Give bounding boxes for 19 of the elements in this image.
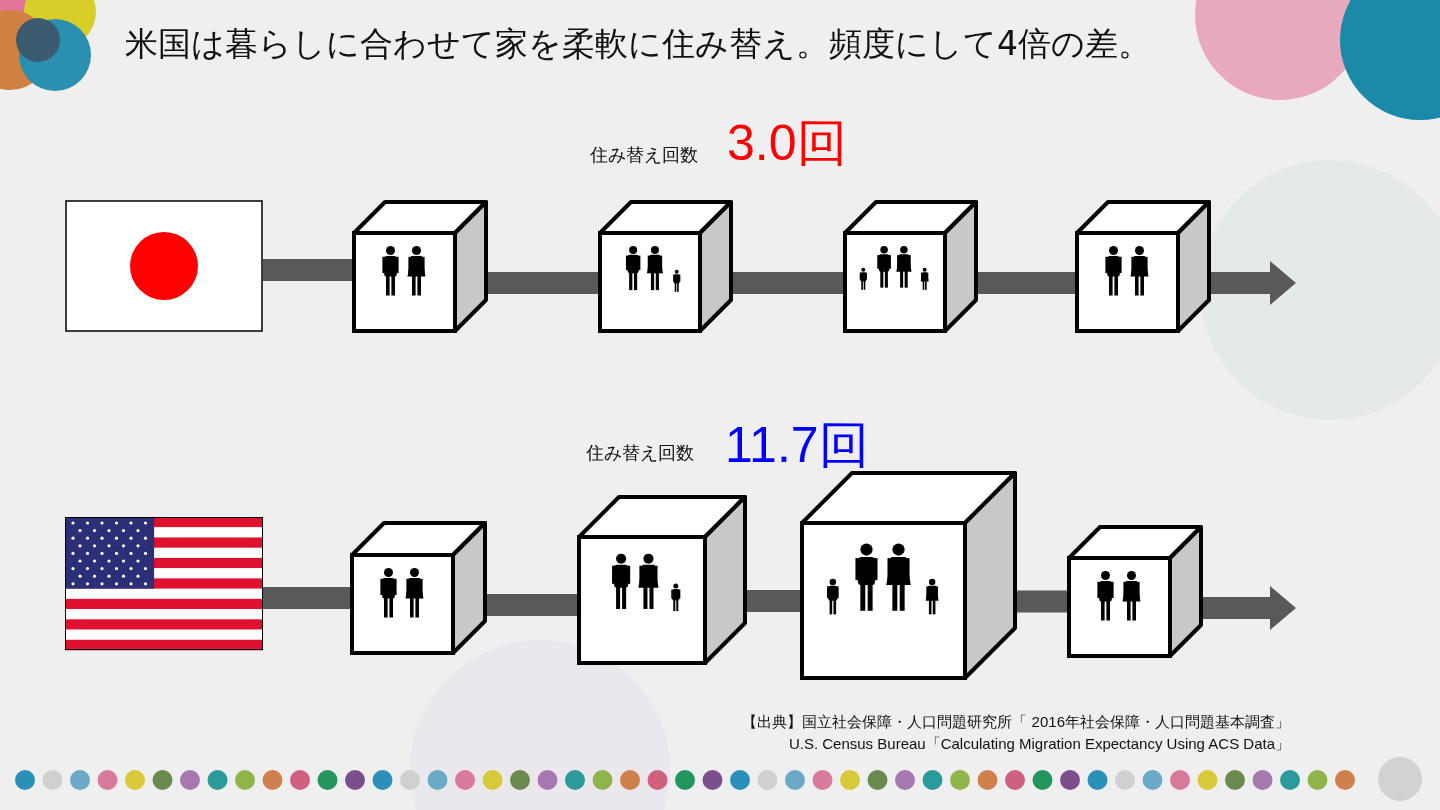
arrow-bar xyxy=(1211,261,1296,305)
us-flag xyxy=(65,517,263,650)
count-label: 住み替え回数 xyxy=(590,146,698,164)
family-cube-drawing xyxy=(352,200,488,333)
title: 米国は暮らしに合わせて家を柔軟に住み替え。頻度にして4倍の差。 xyxy=(125,27,1151,60)
family-cube-drawing xyxy=(800,471,1017,680)
family-cube-drawing xyxy=(1067,525,1203,658)
count-label: 住み替え回数 xyxy=(586,444,694,462)
family-cube-drawing xyxy=(1075,200,1211,333)
family-cube-drawing xyxy=(843,200,978,333)
family-cube-drawing xyxy=(350,521,487,655)
family-cube-drawing xyxy=(577,495,747,665)
count-value: 3.0回 xyxy=(727,118,847,168)
arrow-bar xyxy=(1203,586,1296,630)
japan-flag xyxy=(65,200,263,332)
count-value: 11.7回 xyxy=(725,420,869,470)
source-note: 【出典】国立社会保障・人口問題研究所「 2016年社会保障・人口問題基本調査」 xyxy=(742,714,1290,729)
source-note: U.S. Census Bureau「Calculating Migration Expectancy Using ACS Data」 xyxy=(788,736,1290,751)
family-cube-drawing xyxy=(598,200,733,333)
